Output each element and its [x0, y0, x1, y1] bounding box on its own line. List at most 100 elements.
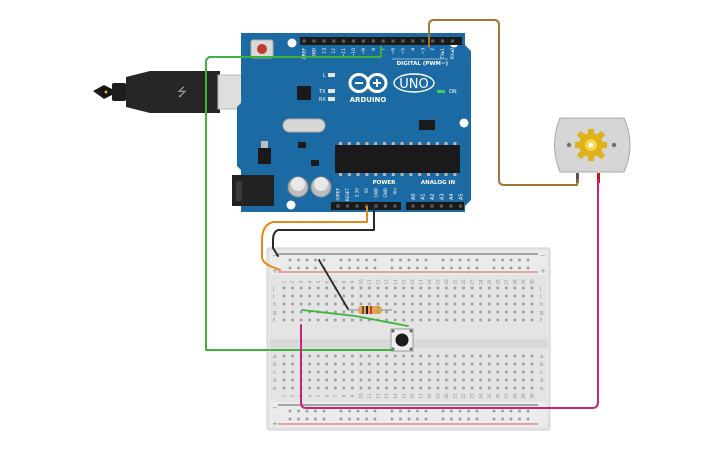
rail-hole[interactable] [526, 417, 530, 421]
breadboard-hole[interactable] [522, 354, 525, 358]
breadboard-hole[interactable] [487, 362, 491, 366]
breadboard-hole[interactable] [393, 294, 397, 298]
breadboard-hole[interactable] [479, 362, 482, 366]
power-pin[interactable] [374, 204, 378, 208]
breadboard-hole[interactable] [530, 286, 534, 290]
breadboard-hole[interactable] [487, 310, 491, 314]
breadboard-hole[interactable] [291, 386, 294, 390]
breadboard-hole[interactable] [445, 362, 448, 366]
rail-hole[interactable] [399, 266, 402, 270]
rail-hole[interactable] [339, 258, 343, 262]
breadboard-hole[interactable] [393, 318, 397, 322]
breadboard-hole[interactable] [385, 286, 388, 290]
digital-pin[interactable] [342, 39, 346, 43]
rail-hole[interactable] [450, 417, 453, 421]
analog-pin[interactable] [430, 204, 434, 208]
breadboard-hole[interactable] [334, 362, 337, 366]
breadboard-hole[interactable] [487, 370, 491, 374]
breadboard-hole[interactable] [462, 302, 465, 306]
power-pin[interactable] [345, 204, 350, 208]
breadboard-hole[interactable] [334, 378, 337, 382]
breadboard-hole[interactable] [505, 318, 508, 322]
breadboard-hole[interactable] [316, 386, 320, 390]
rail-hole[interactable] [467, 266, 470, 270]
digital-pin[interactable] [431, 39, 435, 43]
breadboard-hole[interactable] [342, 378, 346, 382]
breadboard-hole[interactable] [487, 354, 491, 358]
breadboard-hole[interactable] [393, 378, 397, 382]
rail-hole[interactable] [314, 417, 317, 421]
breadboard-hole[interactable] [308, 378, 311, 382]
rail-hole[interactable] [441, 258, 445, 262]
breadboard-hole[interactable] [334, 310, 337, 314]
breadboard-hole[interactable] [522, 318, 525, 322]
breadboard-hole[interactable] [453, 378, 457, 382]
breadboard-hole[interactable] [436, 302, 440, 306]
breadboard-hole[interactable] [479, 378, 482, 382]
breadboard-hole[interactable] [368, 318, 371, 322]
rail-hole[interactable] [390, 409, 394, 413]
breadboard-hole[interactable] [351, 302, 354, 306]
rail-hole[interactable] [348, 258, 351, 262]
breadboard-hole[interactable] [522, 310, 525, 314]
breadboard-hole[interactable] [428, 362, 431, 366]
breadboard-hole[interactable] [470, 354, 474, 358]
breadboard-hole[interactable] [522, 362, 525, 366]
rail-hole[interactable] [305, 266, 309, 270]
digital-pin[interactable] [361, 39, 365, 43]
breadboard-hole[interactable] [351, 386, 354, 390]
breadboard-hole[interactable] [342, 362, 346, 366]
digital-pin[interactable] [381, 39, 385, 43]
breadboard-hole[interactable] [385, 302, 388, 306]
rail-hole[interactable] [305, 417, 309, 421]
breadboard-hole[interactable] [419, 318, 423, 322]
breadboard-hole[interactable] [385, 318, 388, 322]
rail-hole[interactable] [365, 266, 368, 270]
breadboard-hole[interactable] [291, 302, 294, 306]
breadboard-hole[interactable] [513, 370, 517, 374]
breadboard-hole[interactable] [428, 318, 431, 322]
breadboard-hole[interactable] [453, 294, 457, 298]
breadboard-hole[interactable] [496, 302, 500, 306]
rail-hole[interactable] [407, 417, 411, 421]
breadboard-hole[interactable] [479, 354, 482, 358]
usb-cable[interactable]: ⭍ [93, 71, 256, 113]
breadboard-hole[interactable] [436, 354, 440, 358]
breadboard-hole[interactable] [308, 370, 311, 374]
rail-hole[interactable] [475, 417, 479, 421]
rail-hole[interactable] [365, 258, 368, 262]
rail-hole[interactable] [416, 417, 419, 421]
breadboard-hole[interactable] [342, 370, 346, 374]
breadboard-hole[interactable] [410, 302, 414, 306]
breadboard-hole[interactable] [316, 286, 320, 290]
breadboard-hole[interactable] [291, 378, 294, 382]
breadboard-hole[interactable] [436, 294, 440, 298]
rail-hole[interactable] [424, 258, 428, 262]
breadboard-hole[interactable] [445, 354, 448, 358]
breadboard-hole[interactable] [385, 354, 388, 358]
breadboard-hole[interactable] [496, 310, 500, 314]
breadboard-hole[interactable] [419, 370, 423, 374]
rail-hole[interactable] [297, 417, 300, 421]
digital-pin[interactable] [302, 39, 306, 43]
rail-hole[interactable] [339, 409, 343, 413]
digital-pins[interactable] [302, 39, 455, 43]
breadboard-hole[interactable] [359, 354, 363, 358]
breadboard-hole[interactable] [479, 370, 482, 374]
breadboard-hole[interactable] [470, 302, 474, 306]
breadboard-hole[interactable] [445, 302, 448, 306]
breadboard-hole[interactable] [419, 286, 423, 290]
rail-hole[interactable] [356, 409, 360, 413]
breadboard-hole[interactable] [505, 386, 508, 390]
breadboard-hole[interactable] [402, 354, 405, 358]
breadboard-hole[interactable] [325, 318, 329, 322]
breadboard-hole[interactable] [496, 370, 500, 374]
rail-hole[interactable] [492, 417, 496, 421]
rail-hole[interactable] [322, 409, 326, 413]
breadboard-hole[interactable] [453, 318, 457, 322]
rail-hole[interactable] [441, 409, 445, 413]
rail-hole[interactable] [509, 266, 513, 270]
breadboard-hole[interactable] [342, 354, 346, 358]
power-pin[interactable] [383, 204, 388, 208]
rail-hole[interactable] [399, 409, 402, 413]
